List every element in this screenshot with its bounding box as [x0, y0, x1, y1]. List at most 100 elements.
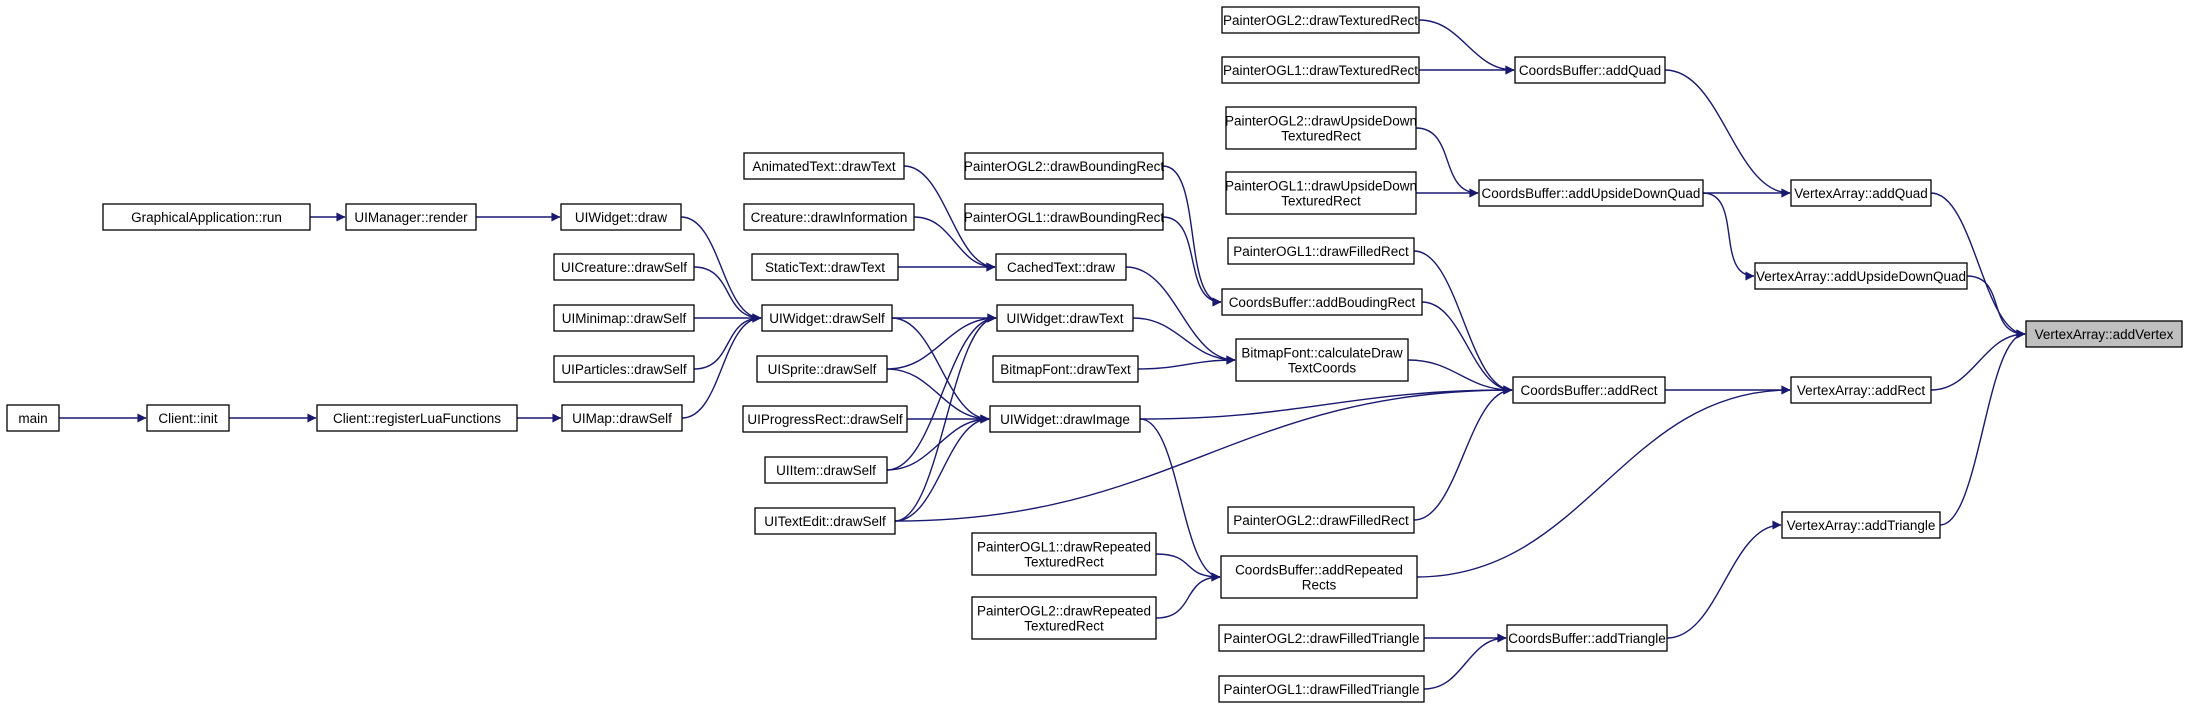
edge-line: [1139, 385, 1513, 420]
edge-line: [1132, 317, 1236, 365]
node-coordsbuffer-addrect[interactable]: CoordsBuffer::addRect: [1512, 376, 1666, 404]
node-uiwidget-drawtext[interactable]: UIWidget::drawText: [996, 304, 1134, 332]
edge-line: [886, 313, 997, 370]
node-label: PainterOGL1::drawUpsideDown: [1225, 179, 1417, 194]
node-ogl2-drawfilledtriangle[interactable]: PainterOGL2::drawFilledTriangle: [1218, 624, 1425, 652]
node-vertexarray-addquad[interactable]: VertexArray::addQuad: [1790, 179, 1932, 207]
edge-line: [693, 266, 762, 323]
node-vertexarray-addrect[interactable]: VertexArray::addRect: [1790, 376, 1932, 404]
node-box: [751, 253, 899, 281]
node-bitmapfont-drawtext[interactable]: BitmapFont::drawText: [992, 355, 1139, 383]
node-uiwidget-drawimage[interactable]: UIWidget::drawImage: [989, 405, 1141, 433]
edge-line: [886, 368, 990, 424]
node-ogl2-drawfilledrect[interactable]: PainterOGL2::drawFilledRect: [1227, 506, 1415, 534]
node-uisprite-drawself[interactable]: UISprite::drawSelf: [756, 355, 888, 383]
node-ogl1-drawfilledrect[interactable]: PainterOGL1::drawFilledRect: [1227, 237, 1415, 265]
node-ogl2-drawtexturedrect[interactable]: PainterOGL2::drawTexturedRect: [1221, 6, 1420, 34]
edge-line: [1930, 329, 2026, 391]
edge-ogl2-drawrepeated-to-coordsbuffer-addrepeatedrects: [1155, 572, 1221, 619]
node-label: PainterOGL2::drawTexturedRect: [1223, 13, 1418, 28]
node-box: [1221, 6, 1420, 34]
node-label: UIMap::drawSelf: [572, 411, 672, 426]
node-label: UIWidget::drawImage: [1000, 412, 1130, 427]
node-label: TexturedRect: [1281, 194, 1361, 209]
node-ogl1-drawfilledtriangle[interactable]: PainterOGL1::drawFilledTriangle: [1218, 675, 1425, 703]
node-label: UITextEdit::drawSelf: [764, 514, 886, 529]
edge-line: [1930, 192, 2026, 339]
node-label: PainterOGL2::drawUpsideDown: [1225, 114, 1417, 129]
node-uimanager-render[interactable]: UIManager::render: [345, 203, 477, 231]
edge-line: [1155, 572, 1221, 619]
edge-line: [894, 313, 997, 522]
edge-line: [1162, 165, 1222, 307]
node-client-init[interactable]: Client::init: [146, 404, 230, 432]
edge-line: [1702, 192, 1755, 281]
node-coordsbuffer-addquad[interactable]: CoordsBuffer::addQuad: [1514, 56, 1666, 84]
node-box: [1235, 338, 1409, 382]
node-uimap-drawself[interactable]: UIMap::drawSelf: [561, 404, 683, 432]
node-uiitem-drawself[interactable]: UIItem::drawSelf: [764, 456, 888, 484]
node-uiparticles-drawself[interactable]: UIParticles::drawSelf: [553, 355, 695, 383]
node-uitextedit-drawself[interactable]: UITextEdit::drawSelf: [754, 507, 896, 535]
node-vertexarray-addvertex[interactable]: VertexArray::addVertex: [2025, 320, 2183, 348]
edge-coordsbuffer-addupsidedownquad-to-vertexarray-addupsidedownquad: [1702, 192, 1755, 281]
node-statictext-drawtext[interactable]: StaticText::drawText: [751, 253, 899, 281]
edge-line: [913, 216, 996, 272]
node-label: GraphicalApplication::run: [131, 210, 282, 225]
edge-line: [1413, 250, 1513, 395]
edge-bitmapfont-drawtext-to-bitmapfont-calculate: [1137, 355, 1236, 370]
node-box: [764, 456, 888, 484]
node-animatedtext-drawtext[interactable]: AnimatedText::drawText: [743, 152, 905, 180]
node-box: [1218, 675, 1425, 703]
node-uiprogressrect-drawself[interactable]: UIProgressRect::drawSelf: [742, 405, 908, 433]
node-ogl2-drawboundingrect[interactable]: PainterOGL2::drawBoundingRect: [964, 152, 1165, 180]
node-graphicalapp-run[interactable]: GraphicalApplication::run: [102, 203, 311, 231]
node-vertexarray-addupsidedownquad[interactable]: VertexArray::addUpsideDownQuad: [1754, 262, 1968, 290]
edge-line: [1413, 385, 1513, 521]
node-coordsbuffer-addupsidedownquad[interactable]: CoordsBuffer::addUpsideDownQuad: [1478, 179, 1704, 207]
node-label: TexturedRect: [1024, 555, 1104, 570]
edge-vertexarray-addquad-to-vertexarray-addvertex: [1930, 192, 2026, 339]
edge-line: [1939, 329, 2026, 526]
edge-line: [680, 216, 762, 323]
node-main[interactable]: main: [6, 404, 60, 432]
node-box: [742, 405, 908, 433]
node-box: [1790, 376, 1932, 404]
node-label: PainterOGL2::drawFilledTriangle: [1223, 631, 1419, 646]
edge-coordsbuffer-addboudingrect-to-coordsbuffer-addrect: [1421, 301, 1513, 395]
node-label: PainterOGL2::drawBoundingRect: [964, 159, 1165, 174]
node-box: [996, 304, 1134, 332]
node-ogl1-drawboundingrect[interactable]: PainterOGL1::drawBoundingRect: [964, 203, 1165, 231]
node-box: [761, 304, 893, 332]
node-coordsbuffer-addboudingrect[interactable]: CoordsBuffer::addBoudingRect: [1221, 288, 1423, 316]
node-uiminimap-drawself[interactable]: UIMinimap::drawSelf: [553, 304, 695, 332]
node-cachedtext-draw[interactable]: CachedText::draw: [995, 253, 1127, 281]
node-label: StaticText::drawText: [765, 260, 885, 275]
node-label: VertexArray::addUpsideDownQuad: [1756, 269, 1966, 284]
node-vertexarray-addtriangle[interactable]: VertexArray::addTriangle: [1781, 511, 1941, 539]
edge-line: [1137, 355, 1236, 370]
node-coordsbuffer-addtriangle[interactable]: CoordsBuffer::addTriangle: [1506, 624, 1668, 652]
node-ogl1-drawtexturedrect[interactable]: PainterOGL1::drawTexturedRect: [1221, 56, 1420, 84]
node-client-register[interactable]: Client::registerLuaFunctions: [316, 404, 518, 432]
edge-line: [1416, 385, 1791, 578]
edge-uiwidget-drawself-to-uiwidget-drawimage: [891, 317, 990, 424]
edge-line: [886, 313, 997, 471]
node-box: [1781, 511, 1941, 539]
node-box: [743, 152, 905, 180]
edge-uiparticles-drawself-to-uiwidget-drawself: [693, 313, 762, 370]
node-uicreature-drawself[interactable]: UICreature::drawSelf: [553, 253, 695, 281]
node-uiwidget-drawself[interactable]: UIWidget::drawSelf: [761, 304, 893, 332]
node-creature-drawinfo[interactable]: Creature::drawInformation: [743, 203, 915, 231]
node-uiwidget-draw[interactable]: UIWidget::draw: [560, 203, 682, 231]
edge-vertexarray-addupsidedownquad-to-vertexarray-addvertex: [1966, 275, 2026, 339]
edge-line: [1421, 301, 1513, 395]
node-box: [754, 507, 896, 535]
